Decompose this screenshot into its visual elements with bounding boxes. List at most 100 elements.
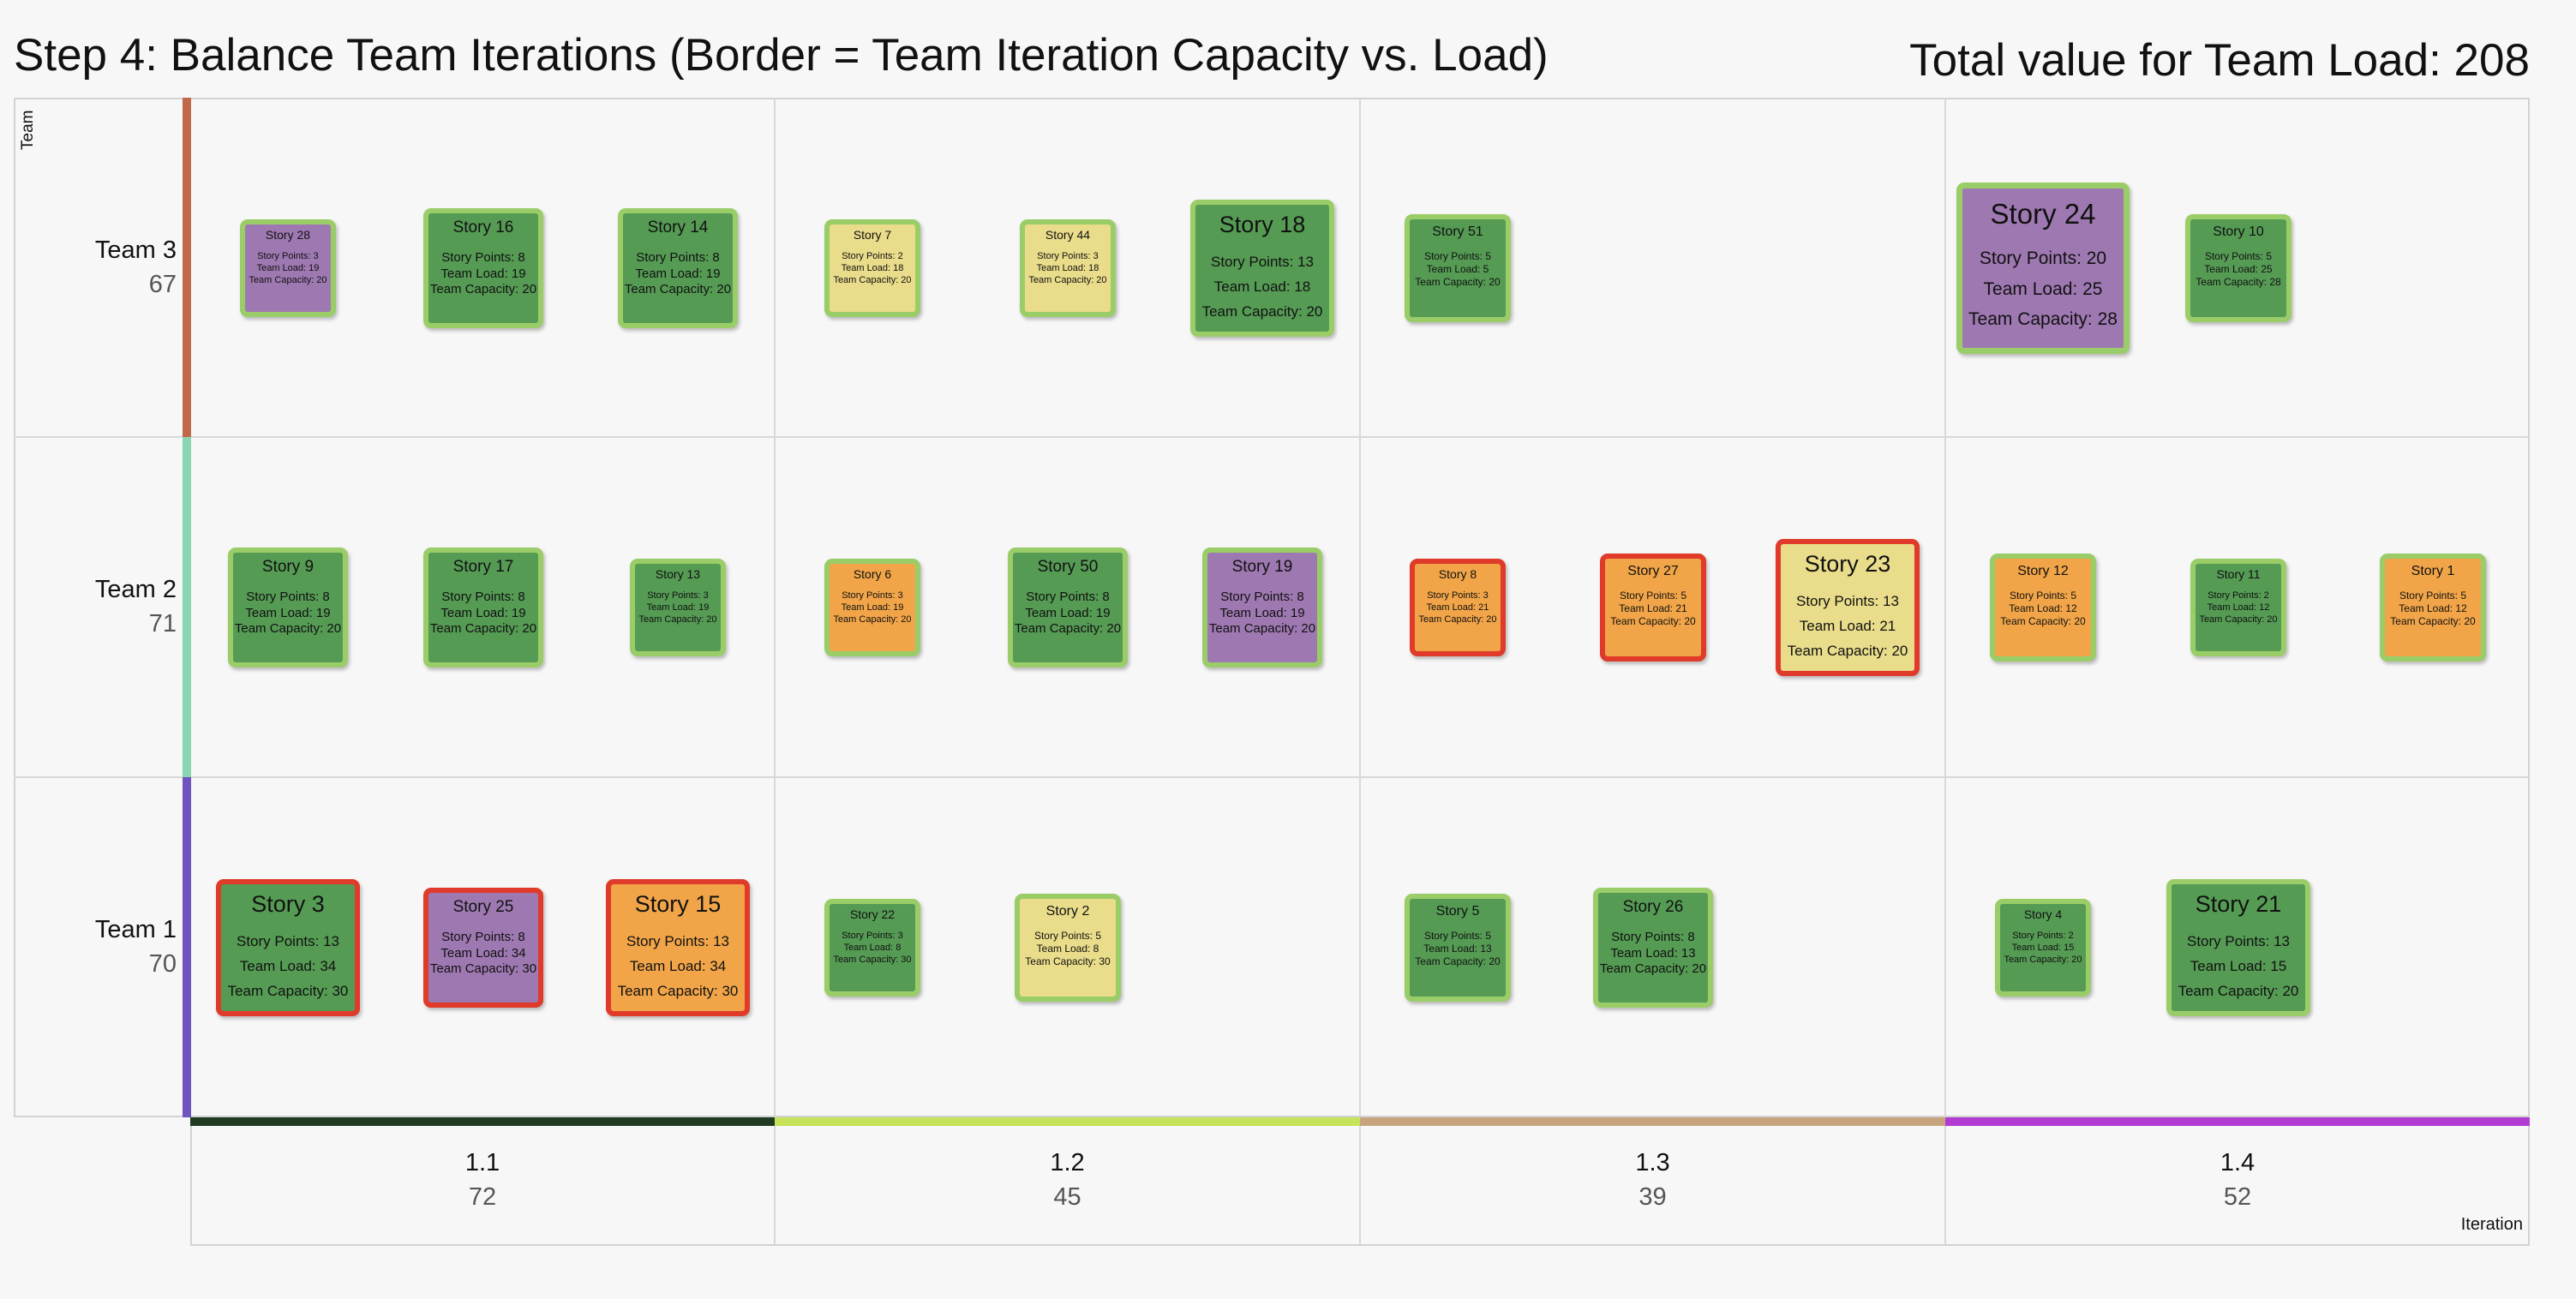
story-card-points: Story Points: 2: [2012, 931, 2074, 942]
team-3-color-bar: [183, 98, 191, 437]
story-card-title: Story 21: [2195, 891, 2282, 917]
story-card-points: Story Points: 3: [842, 590, 903, 602]
story-card-title: Story 5: [1435, 904, 1480, 919]
story-card-capacity: Team Capacity: 20: [1610, 614, 1696, 627]
story-card-title: Story 14: [647, 218, 709, 236]
team-axis-label: Team: [19, 110, 37, 150]
iteration-1-1-name: 1.1: [464, 1149, 500, 1176]
iteration-1-1-color-bar: [190, 1117, 775, 1126]
story-card-load: Team Load: 13: [1610, 945, 1696, 961]
story-card-title: Story 7: [853, 228, 892, 242]
story-card-points: Story Points: 13: [1210, 253, 1314, 270]
story-card-load: Team Load: 19: [245, 605, 331, 620]
story-card-title: Story 11: [2216, 567, 2261, 581]
story-card-title: Story 23: [1804, 551, 1891, 577]
iteration-1-4-color-bar: [1945, 1117, 2530, 1126]
story-card-points: Story Points: 2: [2208, 590, 2269, 602]
story-card-capacity: Team Capacity: 20: [1014, 621, 1122, 637]
story-card-points: Story Points: 3: [647, 590, 709, 602]
story-card-capacity: Team Capacity: 20: [1208, 621, 1316, 637]
iteration-1-1-total: 72: [468, 1183, 497, 1211]
story-card-capacity: Team Capacity: 20: [2000, 614, 2086, 627]
story-card-capacity: Team Capacity: 20: [2390, 614, 2476, 627]
team-2-total: 71: [148, 610, 177, 638]
story-card-load: Team Load: 8: [843, 943, 902, 954]
story-card-title: Story 17: [452, 558, 514, 576]
row-divider: [14, 436, 2530, 438]
story-card-load: Team Load: 19: [646, 602, 710, 614]
story-card-capacity: Team Capacity: 20: [249, 274, 327, 285]
story-card-points: Story Points: 5: [1033, 929, 1102, 942]
story-card-capacity: Team Capacity: 20: [429, 621, 537, 637]
story-card-load: Team Load: 34: [239, 957, 337, 974]
story-card-title: Story 13: [655, 567, 701, 581]
story-card-load: Team Load: 18: [1213, 278, 1311, 295]
iteration-header-frame: [190, 1117, 2530, 1246]
story-card-capacity: Team Capacity: 20: [833, 614, 912, 625]
story-card-load: Team Load: 15: [2190, 957, 2287, 974]
story-card-title: Story 10: [2213, 224, 2264, 239]
story-card-title: Story 51: [1432, 224, 1483, 239]
story-card-capacity: Team Capacity: 20: [1418, 614, 1497, 625]
iteration-1-3-color-bar: [1360, 1117, 1945, 1126]
story-card-capacity: Team Capacity: 20: [833, 274, 912, 285]
story-card-points: Story Points: 13: [236, 932, 339, 949]
team-2-color-bar: [183, 437, 191, 777]
story-card-load: Team Load: 34: [440, 945, 526, 961]
story-card-points: Story Points: 8: [441, 929, 525, 944]
story-card-points: Story Points: 5: [2009, 589, 2077, 602]
iteration-1-4-name: 1.4: [2220, 1149, 2255, 1176]
team-1-name: Team 1: [94, 916, 177, 943]
story-card-capacity: Team Capacity: 20: [2004, 954, 2082, 965]
story-card-load: Team Load: 34: [629, 957, 727, 974]
story-card-points: Story Points: 8: [1611, 929, 1695, 944]
story-card-capacity: Team Capacity: 20: [624, 282, 732, 297]
column-divider: [774, 98, 776, 1246]
page-title: Step 4: Balance Team Iterations (Border …: [14, 30, 1549, 81]
story-card-title: Story 22: [849, 907, 896, 921]
iteration-1-2-total: 45: [1053, 1183, 1081, 1211]
team-1-total: 70: [148, 950, 177, 978]
story-card-title: Story 15: [634, 891, 722, 917]
story-card-title: Story 8: [1438, 567, 1477, 581]
story-card-points: Story Points: 3: [1427, 590, 1489, 602]
story-card-capacity: Team Capacity: 30: [429, 961, 537, 977]
story-card-title: Story 2: [1045, 904, 1090, 919]
story-card-load: Team Load: 19: [841, 602, 904, 614]
story-card-points: Story Points: 5: [1619, 589, 1687, 602]
story-card-points: Story Points: 8: [246, 589, 330, 604]
story-card-title: Story 16: [452, 218, 514, 236]
story-card-load: Team Load: 19: [1025, 605, 1111, 620]
iteration-1-2-color-bar: [775, 1117, 1360, 1126]
